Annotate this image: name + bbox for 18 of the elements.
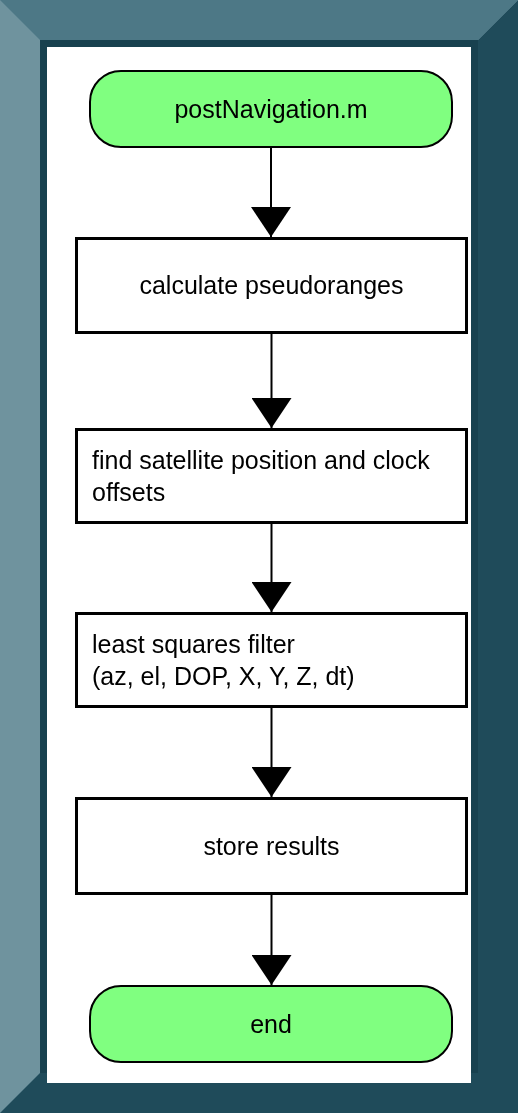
node-label: least squares filter bbox=[92, 628, 295, 660]
node-label: (az, el, DOP, X, Y, Z, dt) bbox=[92, 661, 355, 692]
node-label: calculate pseudoranges bbox=[139, 270, 404, 302]
arrow bbox=[251, 894, 292, 986]
process-box bbox=[75, 797, 468, 895]
process-box bbox=[75, 612, 468, 708]
process-box bbox=[75, 428, 468, 524]
node-label: store results bbox=[203, 830, 340, 862]
node-label: postNavigation.m bbox=[174, 93, 368, 125]
node-label: find satellite position and clock offsets bbox=[92, 444, 431, 508]
terminal-box bbox=[89, 985, 453, 1063]
node-label: end bbox=[250, 1008, 292, 1040]
process-box bbox=[75, 237, 468, 334]
arrow bbox=[251, 333, 292, 429]
terminal-box bbox=[89, 70, 453, 148]
arrow bbox=[251, 147, 291, 238]
arrow bbox=[251, 707, 292, 798]
arrow bbox=[251, 523, 292, 613]
